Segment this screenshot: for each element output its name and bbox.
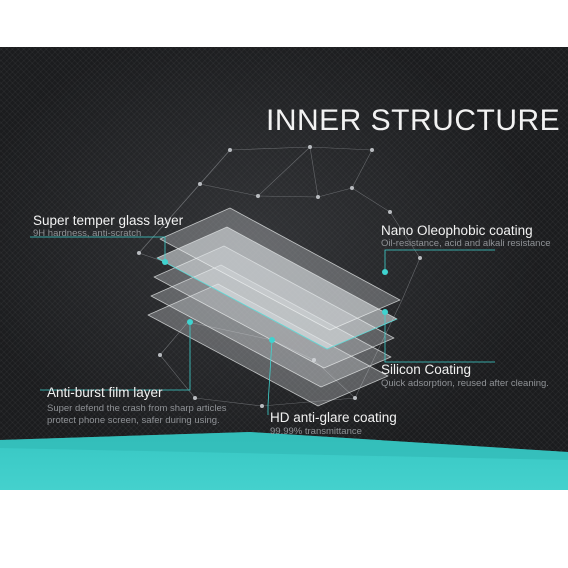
page-title: INNER STRUCTURE — [266, 104, 561, 137]
glass-plate-accent-edge — [156, 257, 398, 350]
label-super-temper-glass: Super temper glass layer — [33, 213, 184, 228]
desc-anti-burst-film-line2: protect phone screen, safer during using… — [47, 415, 220, 426]
label-anti-burst-film: Anti-burst film layer — [47, 385, 163, 400]
desc-silicon-coating: Quick adsorption, reused after cleaning. — [381, 378, 549, 389]
desc-super-temper-glass: 9H hardness, anti-scratch — [33, 228, 142, 239]
teal-accent-band — [0, 432, 568, 490]
leader-dots — [162, 259, 388, 343]
desc-hd-anti-glare: 99.99% transmittance — [270, 426, 362, 437]
label-nano-oleophobic: Nano Oleophobic coating — [381, 223, 533, 238]
desc-nano-oleophobic: Oil-resistance, acid and alkali resistan… — [381, 238, 551, 249]
connector-dots — [137, 145, 422, 408]
desc-anti-burst-film-line1: Super defend the crash from sharp articl… — [47, 403, 227, 414]
connector-network — [138, 146, 421, 407]
glass-layer-stack — [147, 207, 401, 407]
leader-lines — [30, 236, 495, 415]
glass-plate-5 — [147, 283, 389, 407]
label-silicon-coating: Silicon Coating — [381, 362, 472, 377]
glass-plate-1 — [159, 207, 401, 331]
label-hd-anti-glare: HD anti-glare coating — [270, 410, 397, 425]
